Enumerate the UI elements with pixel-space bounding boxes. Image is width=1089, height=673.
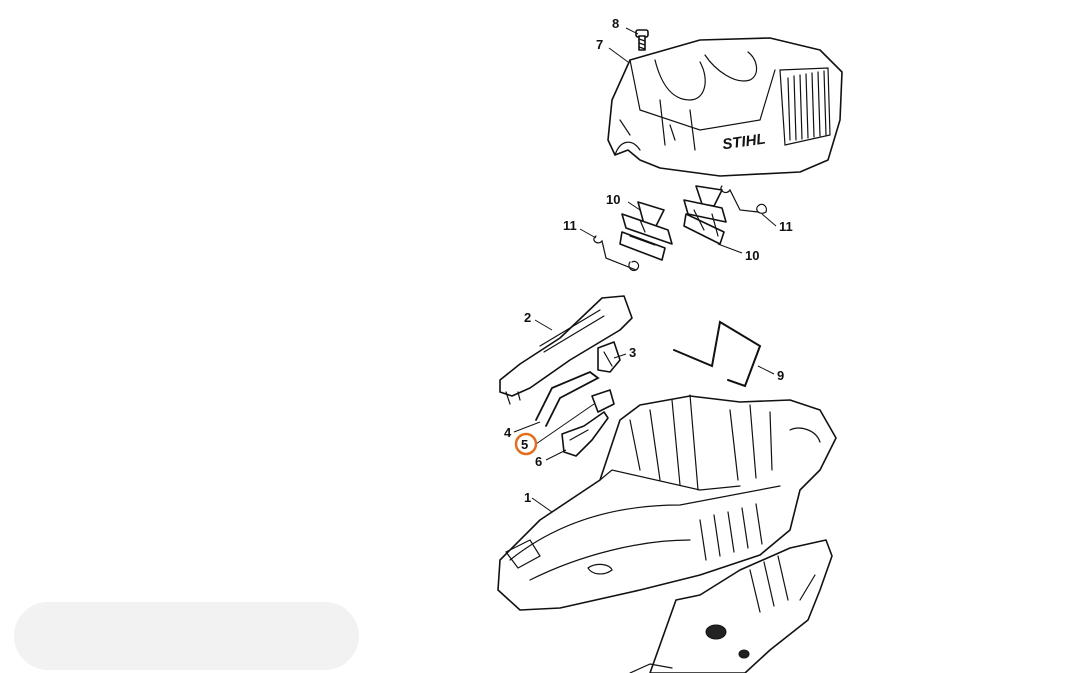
part-4-switch-rod[interactable] [535, 370, 600, 427]
callout-2[interactable]: 2 [524, 310, 531, 325]
part-2-handle-grip[interactable] [499, 295, 633, 405]
blurred-overlay-bar [14, 602, 359, 670]
part-9-wire-bracket[interactable] [673, 320, 762, 388]
part-10-lever-right[interactable] [683, 185, 727, 245]
stihl-logo-text: STIHL [721, 131, 766, 154]
callout-1[interactable]: 1 [524, 490, 531, 505]
callout-11-right[interactable]: 11 [779, 219, 793, 234]
part-11-spring-right[interactable] [720, 185, 767, 214]
callout-5[interactable]: 5 [521, 437, 528, 452]
callout-10-left[interactable]: 10 [606, 192, 620, 207]
callout-10-right[interactable]: 10 [745, 248, 759, 263]
part-1-main-housing[interactable] [497, 394, 837, 611]
callout-9[interactable]: 9 [777, 368, 784, 383]
part-3-clip[interactable] [597, 341, 621, 373]
part-7-top-cover[interactable]: STIHL [607, 37, 843, 177]
callout-8[interactable]: 8 [612, 16, 619, 31]
callout-6[interactable]: 6 [535, 454, 542, 469]
callout-3[interactable]: 3 [629, 345, 636, 360]
callout-4[interactable]: 4 [504, 425, 512, 440]
callout-labels: 8 7 10 11 11 10 2 3 9 4 5 6 1 [504, 16, 793, 505]
callout-7[interactable]: 7 [596, 37, 603, 52]
lower-housing-shell[interactable] [629, 539, 833, 673]
part-5-lever[interactable] [591, 389, 615, 413]
part-6-trigger[interactable] [561, 411, 609, 457]
leader-lines [513, 27, 777, 513]
callout-11-left[interactable]: 11 [563, 218, 577, 233]
part-8-screw[interactable] [635, 29, 649, 51]
callout-5-highlight-ring [514, 432, 538, 456]
part-10-lever-left[interactable] [619, 201, 673, 261]
